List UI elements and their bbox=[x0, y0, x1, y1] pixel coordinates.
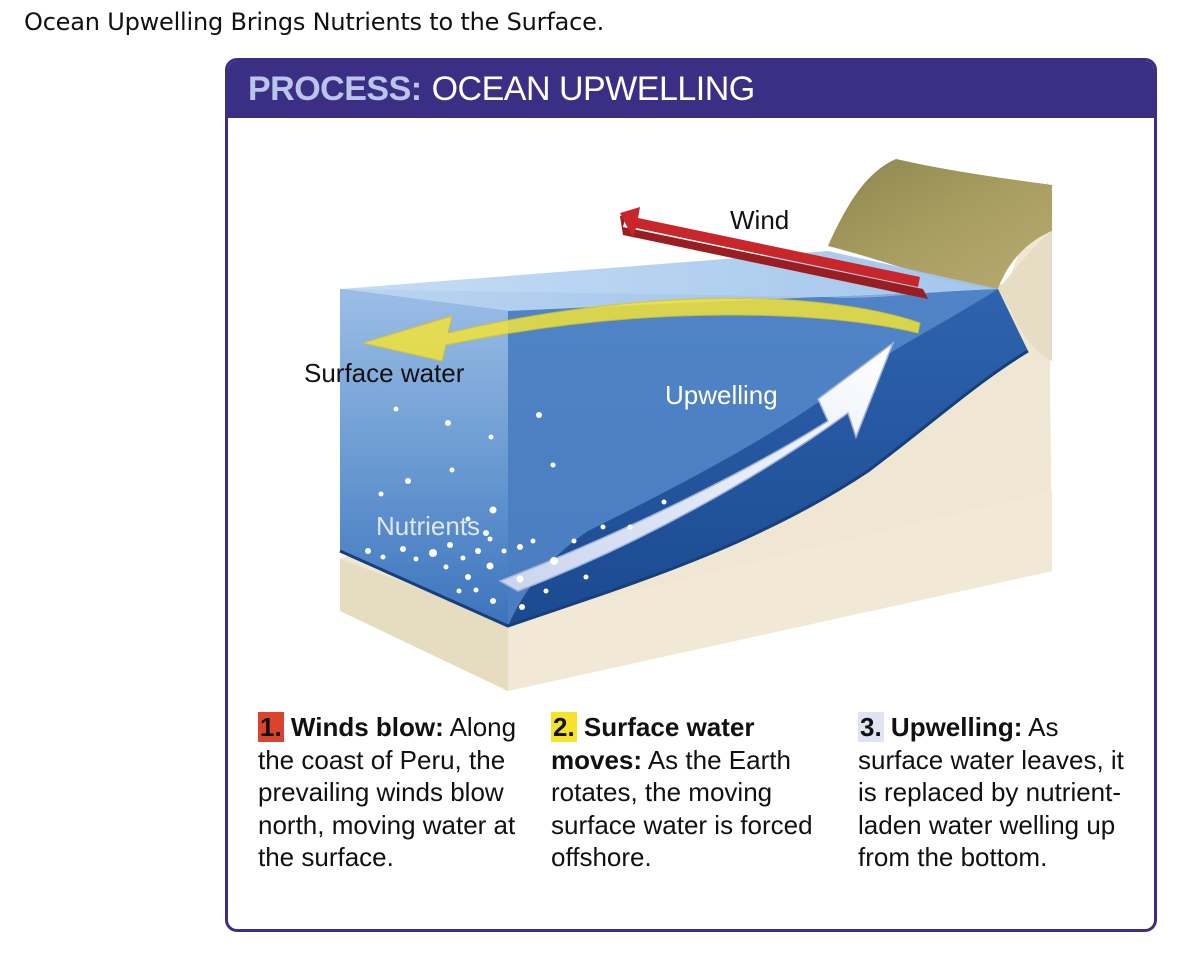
step-3-body: As surface water leaves, it is replaced … bbox=[858, 712, 1124, 872]
step-2-body: As the Earth rotates, the moving surface… bbox=[551, 744, 813, 873]
water-side-face bbox=[508, 289, 998, 626]
step-1-heading: Winds blow: bbox=[290, 712, 444, 742]
header-prefix: PROCESS: bbox=[248, 70, 422, 108]
step-1: 1. Winds blow: Along the coast of Peru, … bbox=[258, 711, 528, 874]
panel-header: PROCESS: OCEAN UPWELLING bbox=[228, 61, 1154, 118]
upwelling-label: Upwelling bbox=[665, 380, 778, 410]
step-1-body: Along the coast of Peru, the prevailing … bbox=[258, 712, 517, 872]
wind-arrow bbox=[620, 207, 928, 299]
wind-label: Wind bbox=[730, 205, 789, 235]
nutrient-dots bbox=[365, 406, 667, 610]
step-2-heading: Surface water moves: bbox=[551, 712, 755, 775]
steps-section: 1. Winds blow: Along the coast of Peru, … bbox=[228, 711, 1154, 921]
water-front-face bbox=[340, 289, 508, 626]
surface-water-arrow bbox=[361, 297, 921, 362]
seafloor-edge bbox=[339, 349, 1029, 628]
page-caption: Ocean Upwelling Brings Nutrients to the … bbox=[24, 8, 605, 36]
cliff-slope bbox=[998, 231, 1052, 361]
process-panel: PROCESS: OCEAN UPWELLING bbox=[225, 58, 1157, 932]
step-1-number: 1. bbox=[258, 712, 284, 742]
upwelling-arrow bbox=[498, 340, 895, 592]
upwelling-diagram: Wind Surface water Upwelling Nutrients bbox=[304, 159, 1052, 691]
step-3-heading: Upwelling: bbox=[890, 712, 1023, 742]
step-2-number: 2. bbox=[551, 712, 577, 742]
nutrients-label: Nutrients bbox=[376, 511, 480, 541]
step-3: 3. Upwelling: As surface water leaves, i… bbox=[858, 711, 1143, 874]
coastal-cliff bbox=[828, 159, 1052, 289]
step-2: 2. Surface water moves: As the Earth rot… bbox=[551, 711, 831, 874]
surface-water-label: Surface water bbox=[304, 358, 465, 388]
header-title: OCEAN UPWELLING bbox=[431, 70, 756, 108]
step-3-number: 3. bbox=[858, 712, 884, 742]
